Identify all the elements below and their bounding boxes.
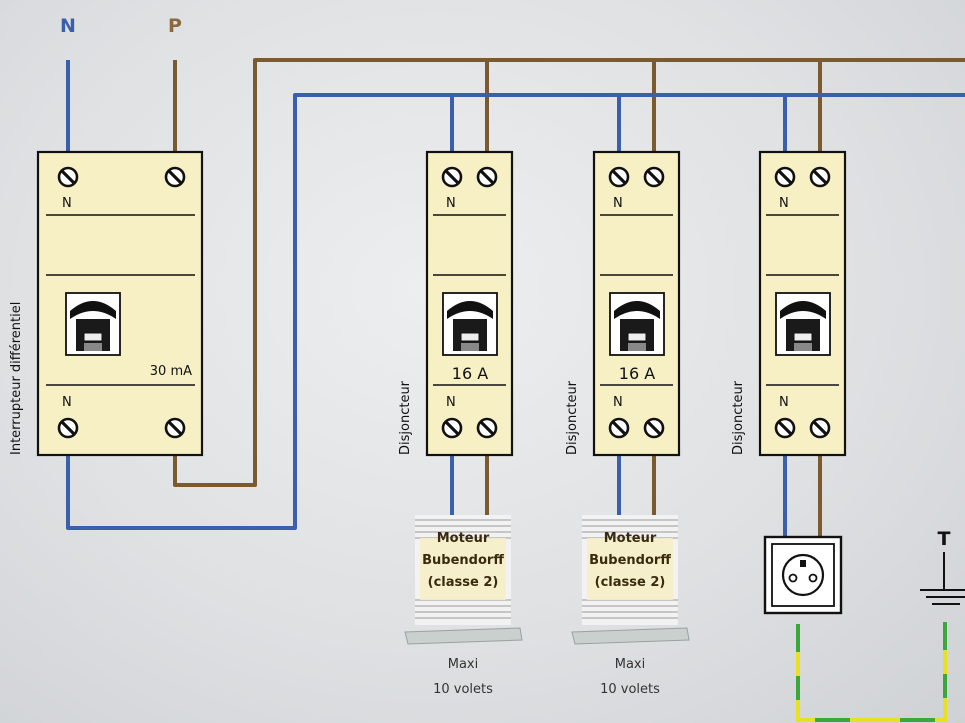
rating-label: 16 A bbox=[619, 364, 655, 383]
screw-icon bbox=[774, 417, 796, 439]
breaker-2: N N 16 A bbox=[592, 150, 681, 457]
motor-caption: 10 volets bbox=[600, 682, 660, 697]
motor-caption: Maxi bbox=[448, 657, 479, 672]
shutter-motor-1: Moteur Bubendorff (classe 2) Maxi 10 vol… bbox=[404, 515, 523, 697]
motor-label: (classe 2) bbox=[428, 575, 499, 590]
screw-icon bbox=[441, 417, 463, 439]
neutral-marker: N bbox=[613, 395, 623, 410]
neutral-marker: N bbox=[613, 196, 623, 211]
neutral-wires bbox=[66, 60, 965, 537]
motor-label: Bubendorff bbox=[422, 553, 504, 568]
breaker-side-label: Disjoncteur bbox=[565, 380, 580, 455]
toggle-lever-icon bbox=[775, 292, 831, 356]
breaker-3: N N bbox=[758, 150, 847, 457]
motor-caption: Maxi bbox=[615, 657, 646, 672]
breaker-1: N N 16 A bbox=[425, 150, 514, 457]
motor-caption: 10 volets bbox=[433, 682, 493, 697]
screw-icon bbox=[774, 166, 796, 188]
neutral-marker: N bbox=[779, 395, 789, 410]
neutral-marker: N bbox=[446, 196, 456, 211]
breaker-side-label: Disjoncteur bbox=[731, 380, 746, 455]
screw-icon bbox=[476, 417, 498, 439]
earth-ground-icon: T bbox=[920, 528, 965, 605]
rating-label: 30 mA bbox=[150, 364, 192, 379]
earth-wire bbox=[796, 622, 947, 722]
screw-icon bbox=[643, 166, 665, 188]
neutral-terminal-label: N bbox=[60, 15, 76, 37]
differential-side-label: Interrupteur différentiel bbox=[9, 302, 24, 455]
phase-terminal-label: P bbox=[168, 15, 182, 37]
motor-label: Moteur bbox=[437, 531, 490, 546]
differential-switch: N N 30 mA bbox=[36, 150, 204, 457]
socket-icon bbox=[781, 553, 825, 597]
power-socket bbox=[763, 535, 843, 615]
neutral-marker: N bbox=[62, 395, 72, 410]
phase-wires bbox=[173, 58, 965, 537]
screw-icon bbox=[643, 417, 665, 439]
screw-icon bbox=[809, 166, 831, 188]
toggle-lever-icon bbox=[609, 292, 665, 356]
screw-icon bbox=[57, 417, 79, 439]
neutral-marker: N bbox=[779, 196, 789, 211]
screw-icon bbox=[608, 166, 630, 188]
screw-icon bbox=[57, 166, 79, 188]
screw-icon bbox=[809, 417, 831, 439]
screw-icon bbox=[164, 166, 186, 188]
screw-icon bbox=[608, 417, 630, 439]
motor-label: Moteur bbox=[604, 531, 657, 546]
toggle-lever-icon bbox=[442, 292, 498, 356]
screw-icon bbox=[441, 166, 463, 188]
breaker-side-label: Disjoncteur bbox=[398, 380, 413, 455]
toggle-lever-icon bbox=[65, 292, 121, 356]
motor-label: Bubendorff bbox=[589, 553, 671, 568]
neutral-marker: N bbox=[446, 395, 456, 410]
rating-label: 16 A bbox=[452, 364, 488, 383]
shutter-motor-2: Moteur Bubendorff (classe 2) Maxi 10 vol… bbox=[571, 515, 690, 697]
screw-icon bbox=[164, 417, 186, 439]
motor-label: (classe 2) bbox=[595, 575, 666, 590]
neutral-marker: N bbox=[62, 196, 72, 211]
earth-terminal-label: T bbox=[938, 528, 951, 550]
screw-icon bbox=[476, 166, 498, 188]
